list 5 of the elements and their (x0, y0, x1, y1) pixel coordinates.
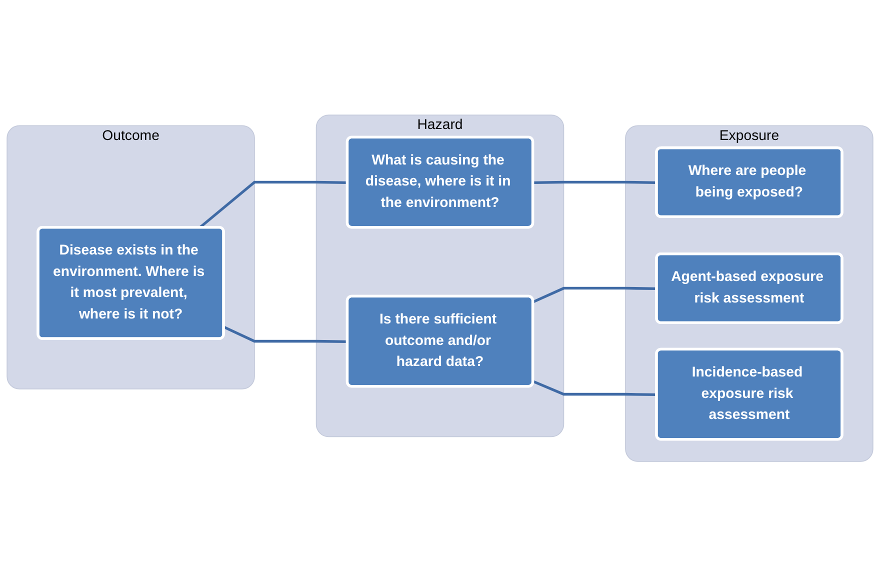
connector (223, 326, 348, 344)
connector (533, 181, 657, 184)
connector (532, 380, 657, 396)
connector (532, 287, 657, 304)
connector (198, 181, 348, 229)
